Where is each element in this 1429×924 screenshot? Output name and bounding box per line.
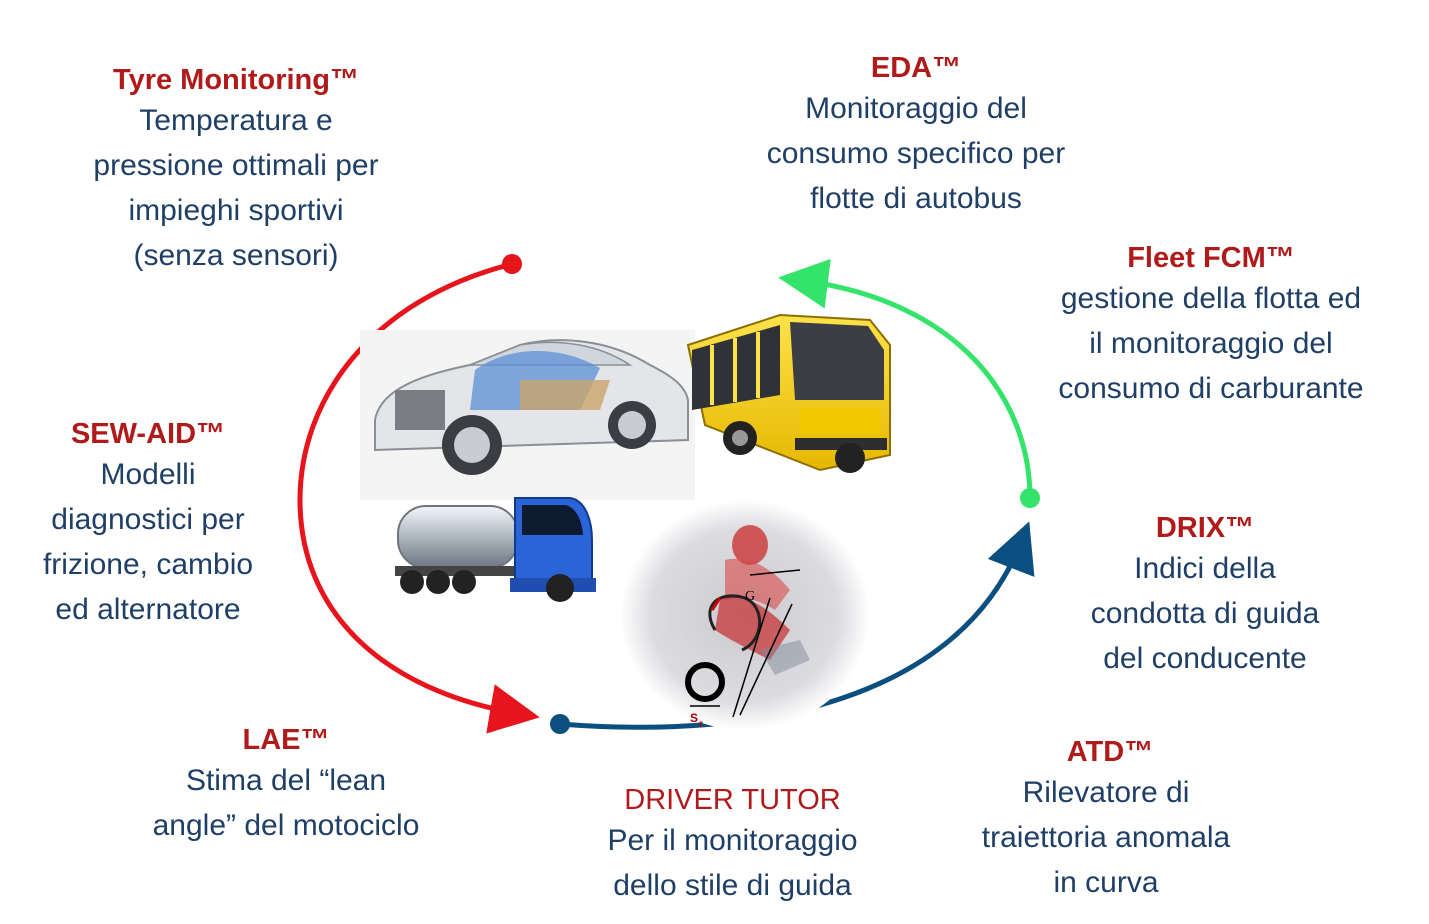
item-sew-aid: SEW-AID™ Modelli diagnostici per frizion… bbox=[0, 416, 296, 632]
item-line: Monitoraggio del bbox=[805, 92, 1027, 125]
item-line: pressione ottimali per bbox=[93, 149, 379, 182]
item-description: Per il monitoraggio dello stile di guida bbox=[570, 818, 895, 908]
item-line: Modelli bbox=[100, 458, 196, 491]
moto-label-r: r bbox=[699, 719, 703, 730]
item-line: Per il monitoraggio bbox=[607, 824, 858, 857]
red-arc-start-dot bbox=[502, 254, 522, 274]
item-description: Temperatura e pressione ottimali per imp… bbox=[40, 98, 432, 278]
item-line: flotte di autobus bbox=[810, 182, 1022, 215]
item-line: Rilevatore di bbox=[1022, 776, 1190, 809]
item-title: DRIX™ bbox=[1155, 512, 1255, 544]
item-driver-tutor: DRIVER TUTOR Per il monitoraggio dello s… bbox=[570, 782, 895, 908]
item-description: gestione della flotta ed il monitoraggio… bbox=[1010, 276, 1412, 411]
red-arc bbox=[297, 254, 540, 734]
item-line: diagnostici per bbox=[51, 503, 245, 536]
item-fleet-fcm: Fleet FCM™ gestione della flotta ed il m… bbox=[1010, 240, 1412, 411]
item-line: consumo specifico per bbox=[766, 137, 1066, 170]
blue-arc-start-dot bbox=[550, 714, 570, 734]
item-line: in curva bbox=[1053, 866, 1159, 899]
item-line: ed alternatore bbox=[55, 593, 241, 626]
item-line: (senza sensori) bbox=[133, 239, 339, 272]
tanker-truck-image bbox=[395, 497, 596, 602]
moto-label-s: S bbox=[690, 711, 698, 725]
item-title: EDA™ bbox=[870, 52, 962, 84]
item-line: il monitoraggio del bbox=[1089, 327, 1333, 360]
item-lae: LAE™ Stima del “lean angle” del motocicl… bbox=[110, 722, 462, 848]
item-line: angle” del motociclo bbox=[152, 809, 420, 842]
item-line: Stima del “lean bbox=[185, 764, 387, 797]
item-title: Tyre Monitoring™ bbox=[113, 64, 359, 96]
item-line: Temperatura e bbox=[139, 104, 333, 137]
item-title: SEW-AID™ bbox=[70, 418, 226, 450]
item-title: ATD™ bbox=[1066, 736, 1154, 768]
item-line: consumo di carburante bbox=[1058, 372, 1364, 405]
item-line: traiettoria anomala bbox=[981, 821, 1231, 854]
item-tyre-monitoring: Tyre Monitoring™ Temperatura e pressione… bbox=[40, 62, 432, 278]
moto-label-g: G bbox=[745, 589, 755, 604]
green-arc bbox=[778, 258, 1040, 508]
item-eda: EDA™ Monitoraggio del consumo specifico … bbox=[720, 50, 1112, 221]
car-cutaway-image bbox=[360, 330, 695, 500]
item-title: DRIVER TUTOR bbox=[624, 784, 841, 816]
item-description: Rilevatore di traiettoria anomala in cur… bbox=[932, 770, 1280, 905]
item-atd: ATD™ Rilevatore di traiettoria anomala i… bbox=[940, 734, 1280, 905]
item-line: impieghi sportivi bbox=[128, 194, 344, 227]
item-description: Stima del “lean angle” del motociclo bbox=[110, 758, 462, 848]
item-line: gestione della flotta ed bbox=[1060, 282, 1362, 315]
item-description: Indici della condotta di guida del condu… bbox=[1050, 546, 1360, 681]
item-description: Modelli diagnostici per frizione, cambio… bbox=[0, 452, 296, 632]
item-title: Fleet FCM™ bbox=[1127, 242, 1295, 274]
green-arc-start-dot bbox=[1020, 488, 1040, 508]
yellow-bus-image bbox=[686, 313, 891, 473]
item-line: frizione, cambio bbox=[42, 548, 254, 581]
item-line: dello stile di guida bbox=[613, 869, 852, 902]
motorcycle-lean-image: G S r bbox=[620, 500, 870, 730]
item-drix: DRIX™ Indici della condotta di guida del… bbox=[1050, 510, 1360, 681]
item-line: condotta di guida bbox=[1090, 597, 1320, 630]
item-line: Indici della bbox=[1134, 552, 1276, 585]
item-description: Monitoraggio del consumo specifico per f… bbox=[720, 86, 1112, 221]
item-line: del conducente bbox=[1103, 642, 1307, 675]
item-title: LAE™ bbox=[242, 724, 330, 756]
blue-arc bbox=[550, 521, 1035, 734]
